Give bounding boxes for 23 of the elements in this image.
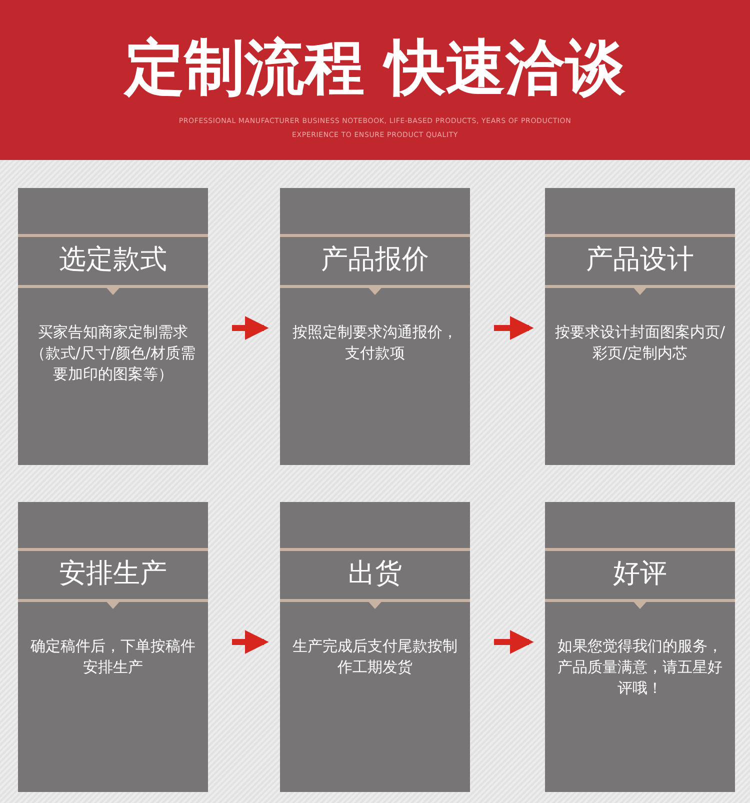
step-card xyxy=(18,502,208,792)
step-description: 确定稿件后，下单按稿件安排生产 xyxy=(30,636,196,678)
step-card xyxy=(545,502,735,792)
step-card xyxy=(280,502,470,792)
step-description: 按要求设计封面图案内页/彩页/定制内芯 xyxy=(554,322,726,364)
arrow xyxy=(494,630,534,654)
step-card xyxy=(280,188,470,465)
step-description: 如果您觉得我们的服务，产品质量满意，请五星好评哦！ xyxy=(556,636,724,699)
step-title: 产品设计 xyxy=(585,243,695,277)
title: 定制流程 快速洽谈 xyxy=(122,32,626,105)
step-card xyxy=(545,188,735,465)
arrow xyxy=(232,630,269,654)
step-description: 生产完成后支付尾款按制作工期发货 xyxy=(292,636,458,678)
step-title: 安排生产 xyxy=(58,557,168,591)
step-title: 选定款式 xyxy=(58,243,168,277)
step-description: 按照定制要求沟通报价，支付款项 xyxy=(292,322,458,364)
step-title: 好评 xyxy=(612,557,668,591)
step-title: 出货 xyxy=(347,557,403,591)
arrow xyxy=(494,316,534,340)
step-description: 买家告知商家定制需求（款式/尺寸/颜色/材质需要加印的图案等） xyxy=(29,322,197,385)
step-card xyxy=(18,188,208,465)
arrow xyxy=(232,316,269,340)
step-title: 产品报价 xyxy=(320,243,430,277)
